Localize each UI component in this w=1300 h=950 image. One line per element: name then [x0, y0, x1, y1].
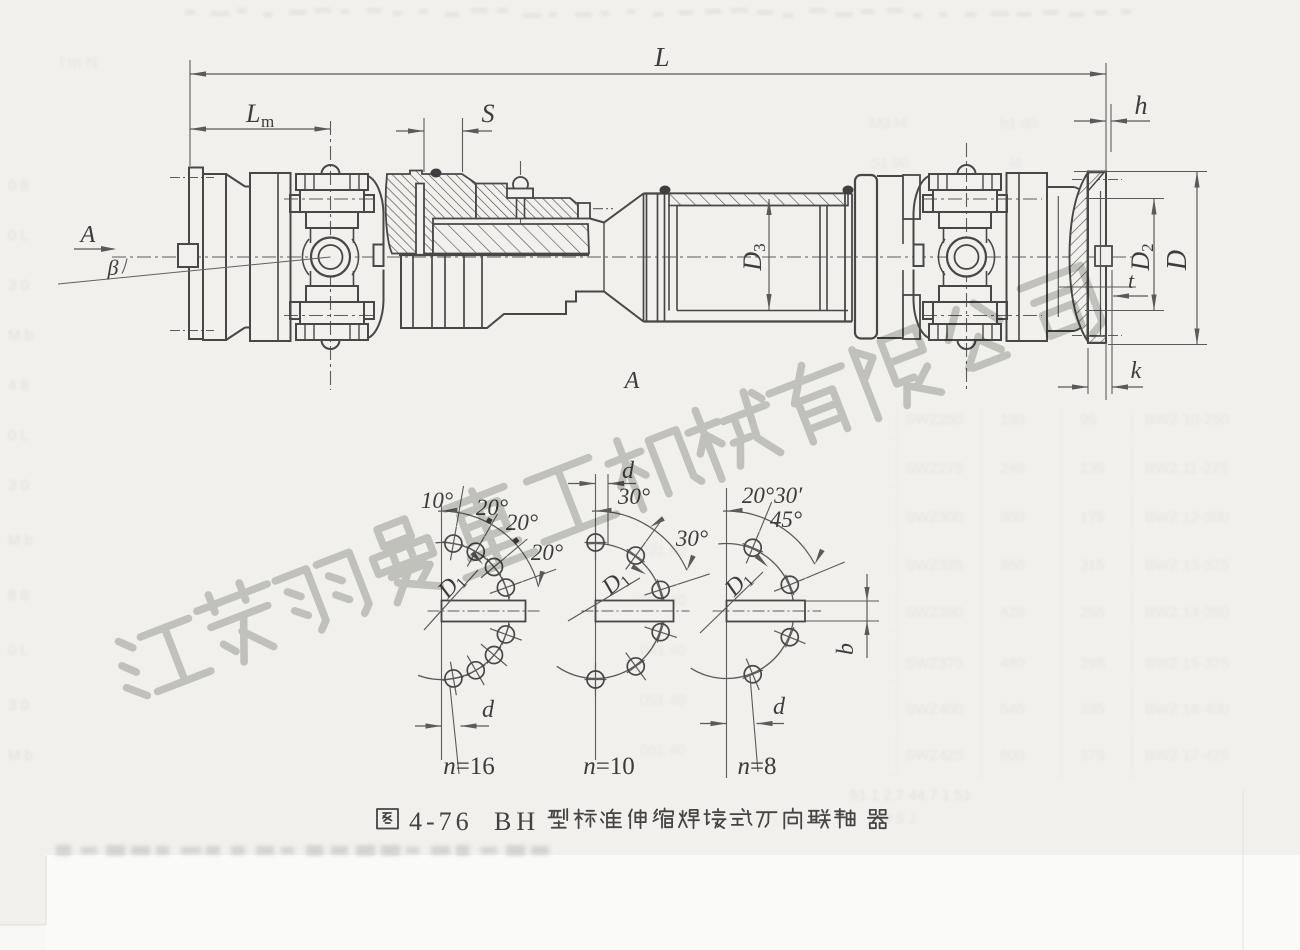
svg-text:30°: 30°: [675, 526, 708, 551]
svg-text:M S J: M S J: [880, 810, 916, 826]
svg-text:255: 255: [1080, 604, 1105, 621]
svg-text:540: 540: [1000, 701, 1025, 718]
svg-text:600: 600: [1000, 747, 1025, 764]
svg-text:n=10: n=10: [583, 753, 635, 780]
svg-text:240: 240: [1000, 460, 1025, 477]
svg-text:L: L: [245, 99, 260, 128]
svg-text:20°: 20°: [506, 510, 538, 535]
svg-text:h1 d0: h1 d0: [1000, 115, 1038, 132]
svg-text:L: L: [653, 42, 669, 72]
svg-text:A: A: [623, 368, 640, 394]
svg-text:SWZ250: SWZ250: [905, 411, 963, 428]
svg-text:SWZ425: SWZ425: [905, 747, 963, 764]
svg-text:4 8: 4 8: [8, 377, 29, 394]
svg-text:t: t: [1128, 268, 1135, 293]
svg-text:BWZ 17·425: BWZ 17·425: [1145, 747, 1229, 764]
svg-text:215: 215: [1080, 557, 1105, 574]
svg-text:3 0: 3 0: [8, 697, 29, 714]
svg-text:M b: M b: [8, 747, 33, 764]
svg-text:0 8: 0 8: [8, 177, 29, 194]
svg-text:A: A: [79, 222, 96, 248]
svg-text:BWZ 13·325: BWZ 13·325: [1145, 557, 1229, 574]
svg-text:m: m: [261, 112, 274, 131]
svg-text:041 40: 041 40: [640, 642, 686, 659]
svg-text:300: 300: [1000, 509, 1025, 526]
svg-text:0 L: 0 L: [8, 227, 29, 244]
svg-text:M2 t4: M2 t4: [870, 115, 908, 132]
svg-text:M b: M b: [8, 327, 33, 344]
svg-text:D: D: [1162, 250, 1193, 271]
svg-text:h: h: [1135, 91, 1148, 120]
svg-text:135: 135: [1080, 460, 1105, 477]
svg-text:SWZ375: SWZ375: [905, 655, 963, 672]
svg-text:b: b: [833, 643, 859, 655]
svg-text:M b: M b: [8, 532, 33, 549]
svg-text:051 40: 051 40: [640, 692, 686, 709]
svg-text:420: 420: [1000, 604, 1025, 621]
svg-text:3 0: 3 0: [8, 277, 29, 294]
svg-text:0 L: 0 L: [8, 427, 29, 444]
svg-text:021 40: 021 40: [640, 542, 686, 559]
svg-text:375: 375: [1080, 747, 1105, 764]
svg-text:SWZ400: SWZ400: [905, 701, 963, 718]
svg-text:d: d: [482, 697, 495, 723]
svg-text:l4: l4: [1010, 155, 1022, 172]
svg-text:480: 480: [1000, 655, 1025, 672]
svg-text:8 8: 8 8: [8, 587, 29, 604]
svg-text:SWZ325: SWZ325: [905, 557, 963, 574]
svg-text:n=16: n=16: [443, 753, 495, 780]
svg-text:SWZ300: SWZ300: [905, 509, 963, 526]
svg-text:k: k: [1131, 358, 1142, 384]
svg-text:51 1 2.7 44.7 1 51: 51 1 2.7 44.7 1 51: [850, 787, 971, 804]
svg-text:BWZ 12·300: BWZ 12·300: [1145, 509, 1229, 526]
svg-text:360: 360: [1000, 557, 1025, 574]
svg-text:4-76: 4-76: [409, 807, 473, 836]
svg-text:180: 180: [1000, 411, 1025, 428]
svg-text:3 0: 3 0: [8, 477, 29, 494]
svg-text:0 L: 0 L: [8, 642, 29, 659]
svg-text:BWZ 16·400: BWZ 16·400: [1145, 701, 1229, 718]
svg-text:d: d: [773, 694, 786, 720]
svg-text:BWZ 10·250: BWZ 10·250: [1145, 411, 1229, 428]
svg-text:20°30′: 20°30′: [742, 483, 803, 508]
svg-text:175: 175: [1080, 509, 1105, 526]
svg-text:S: S: [482, 99, 495, 128]
svg-text:β: β: [107, 255, 119, 280]
svg-text:BWZ 11·275: BWZ 11·275: [1145, 460, 1228, 477]
svg-text:95: 95: [1080, 411, 1097, 428]
svg-text:SWZ275: SWZ275: [905, 460, 963, 477]
svg-text:BWZ 15·375: BWZ 15·375: [1145, 655, 1229, 672]
svg-text:l m N: l m N: [60, 55, 97, 72]
svg-text:BWZ 14·350: BWZ 14·350: [1145, 604, 1229, 621]
svg-text:n=8: n=8: [737, 753, 776, 780]
svg-text:295: 295: [1080, 655, 1105, 672]
svg-text:335: 335: [1080, 701, 1105, 718]
svg-text:S1 90: S1 90: [870, 155, 909, 172]
svg-text:SWZ350: SWZ350: [905, 604, 963, 621]
svg-text:45°: 45°: [770, 507, 802, 532]
svg-text:061 40: 061 40: [640, 742, 686, 759]
svg-text:BH: BH: [494, 807, 540, 836]
